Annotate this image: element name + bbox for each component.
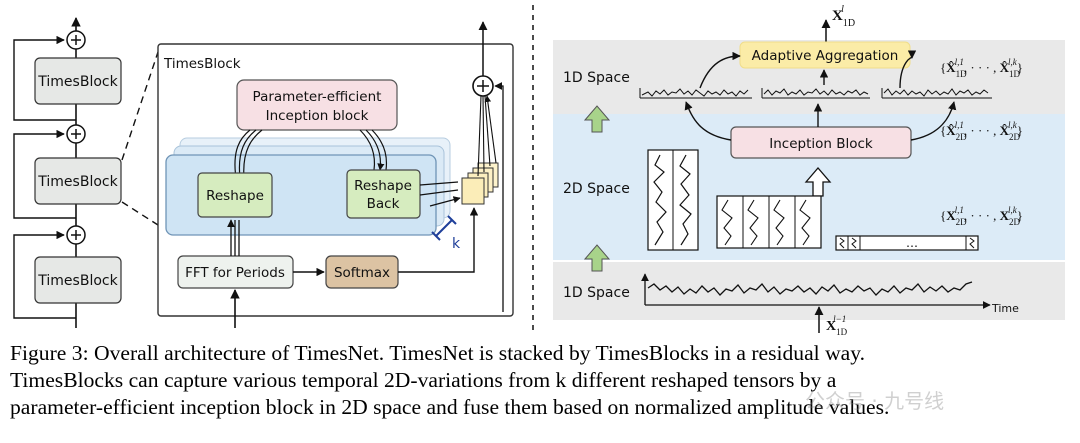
inception-block: Parameter-efficient Inception block [236,79,398,131]
adaptive-aggregation-block: Adaptive Aggregation [739,41,911,69]
set-1d-label: {X̂1Dl,1, · · · , X̂1Dl,k} [940,57,1023,79]
output-label: X1Dl [832,4,855,29]
reshape-back-line1: Reshape [354,178,412,194]
caption-line-3: parameter-efficient inception block in 2… [10,395,890,419]
stack-block-label: TimesBlock [37,174,118,190]
add-circle-bottom [66,225,86,245]
softmax-label: Softmax [334,265,390,281]
time-axis-label: Time [991,302,1019,315]
up-arrow-icon [583,244,611,272]
stack-block-label: TimesBlock [37,273,118,289]
set-2d-label: {X2Dl,1, · · · , X2Dl,k} [940,205,1023,227]
input-label: X1Dl−1 [826,314,848,335]
caption-line-2: TimesBlocks can capture various temporal… [10,368,837,392]
space-label-top: 1D Space [563,70,630,86]
k-bracket: k [431,215,461,252]
tensor-ellipsis: … [906,236,918,250]
tensor-2d-medium [716,195,822,249]
reshape-back-line2: Back [367,196,400,212]
stack-block-top: TimesBlock [34,57,122,105]
tensor-2d-small: … [835,235,979,251]
k-label: k [452,236,461,252]
input-series-plot: Time [641,273,1019,315]
caption-line-1: Figure 3: Overall architecture of TimesN… [10,341,866,365]
aggregation-label: Adaptive Aggregation [752,48,899,64]
tensor-2d-large [647,149,699,251]
set-2d-hat-label: {X̂2Dl,1, · · · , X̂2Dl,k} [940,120,1023,142]
inception-block-label: Inception Block [769,136,873,152]
add-circle-middle [66,124,86,144]
reshape-back-block: Reshape Back [346,169,421,219]
add-circle-top [66,30,86,50]
series-segments-top [639,88,992,99]
space-label-bottom: 1D Space [563,285,630,301]
reshape-label: Reshape [206,188,264,204]
inception-label-line2: Inception block [266,108,369,124]
inception-label-line1: Parameter-efficient [253,89,382,105]
up-arrow-outline-icon [804,167,832,197]
reshape-inception-arrows [234,129,388,179]
fft-block: FFT for Periods [177,255,294,289]
up-arrow-icon [583,105,611,133]
right-panel: 1D Space 2D Space 1D Space X1Dl Adaptive… [553,4,1065,337]
figure-caption: Figure 3: Overall architecture of TimesN… [10,340,1072,421]
stack-block-middle: TimesBlock [34,157,122,205]
inception-block-right: Inception Block [730,126,912,159]
stack-block-label: TimesBlock [37,74,118,90]
timesnet-architecture-diagram: TimesBlock TimesBlock TimesBlock [13,4,1065,337]
space-label-middle: 2D Space [563,181,630,197]
reshape-block: Reshape [197,172,273,218]
softmax-block: Softmax [325,255,399,289]
timesblock-detail: TimesBlock Parameter-efficient Inception… [157,21,514,328]
add-circle-detail [472,75,494,97]
stack-block-bottom: TimesBlock [34,256,122,304]
fft-label: FFT for Periods [185,265,285,281]
residual-stack: TimesBlock TimesBlock TimesBlock [13,17,159,328]
band-1d-bottom [553,262,1065,320]
detail-title: TimesBlock [163,56,241,72]
